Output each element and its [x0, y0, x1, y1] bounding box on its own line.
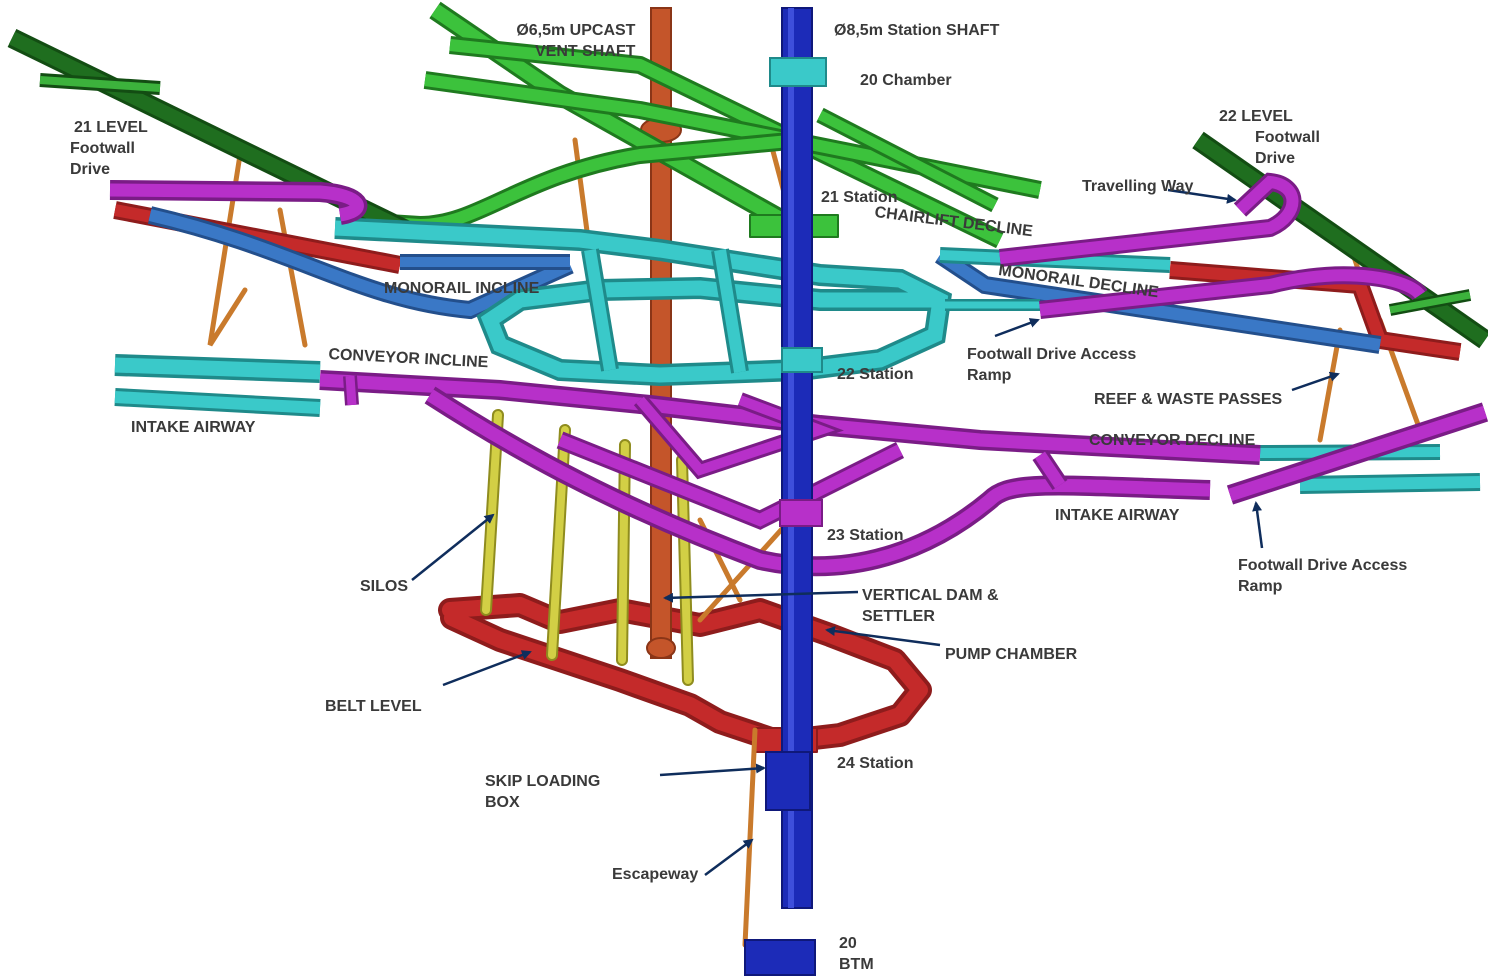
intake-airway-left-label: INTAKE AIRWAY: [131, 419, 256, 436]
arrow-reef-waste-passes: [1291, 371, 1340, 392]
station-shaft: [744, 7, 827, 976]
upcast-shaft-label: Ø6,5m UPCAST VENT SHAFT: [516, 22, 636, 60]
silos-label: SILOS: [360, 578, 409, 595]
monorail-tunnels: [147, 206, 1382, 354]
vertical-dam-label: VERTICAL DAM & SETTLER: [862, 587, 999, 625]
reef-waste-passes-label: REEF & WASTE PASSES: [1094, 391, 1283, 408]
footwall-ramp-upper-label: Footwall Drive Access Ramp: [967, 346, 1137, 384]
level-22-label: 22 LEVEL Footwall Drive: [1219, 108, 1320, 167]
arrow-skip-loading-box: [659, 763, 766, 777]
station-24-label: 24 Station: [837, 755, 914, 772]
skip-loading-box-label: SKIP LOADING BOX: [485, 773, 601, 811]
arrow-vertical-dam: [663, 590, 859, 603]
btm-label: 20 BTM: [839, 935, 874, 973]
arrow-escapeway: [704, 838, 754, 877]
station-21-label: 21 Station: [821, 189, 898, 206]
arrow-belt-level: [442, 650, 532, 687]
level-20-tunnels: [339, 1, 1042, 249]
belt-level-label: BELT LEVEL: [325, 698, 422, 715]
escapeway-label: Escapeway: [612, 866, 699, 883]
monorail-incline-label: MONORAIL INCLINE: [384, 280, 540, 297]
upcast-vent-shaft: [640, 7, 682, 659]
level-22-footwall-drive: [1192, 131, 1488, 349]
arrow-footwall-ramp-upper: [994, 318, 1040, 338]
pointer-arrows: [411, 188, 1340, 877]
arrow-pump-chamber: [825, 626, 941, 647]
level-21-label: 21 LEVEL Footwall Drive: [70, 119, 148, 178]
pump-chamber-label: PUMP CHAMBER: [945, 646, 1078, 663]
arrow-travelling-way: [1167, 188, 1237, 204]
arrow-silos: [411, 513, 495, 581]
station-23-label: 23 Station: [827, 527, 904, 544]
station-shaft-label: Ø8,5m Station SHAFT: [834, 22, 1000, 39]
footwall-ramp-lower-label: Footwall Drive Access Ramp: [1238, 557, 1408, 595]
travelling-way-label: Travelling Way: [1082, 178, 1194, 195]
chamber-20-label: 20 Chamber: [860, 72, 952, 89]
conveyor-decline-label: CONVEYOR DECLINE: [1089, 432, 1256, 449]
arrow-footwall-ramp-lower: [1252, 501, 1264, 549]
intake-airway-right-label: INTAKE AIRWAY: [1055, 507, 1180, 524]
station-22-label: 22 Station: [837, 366, 914, 383]
